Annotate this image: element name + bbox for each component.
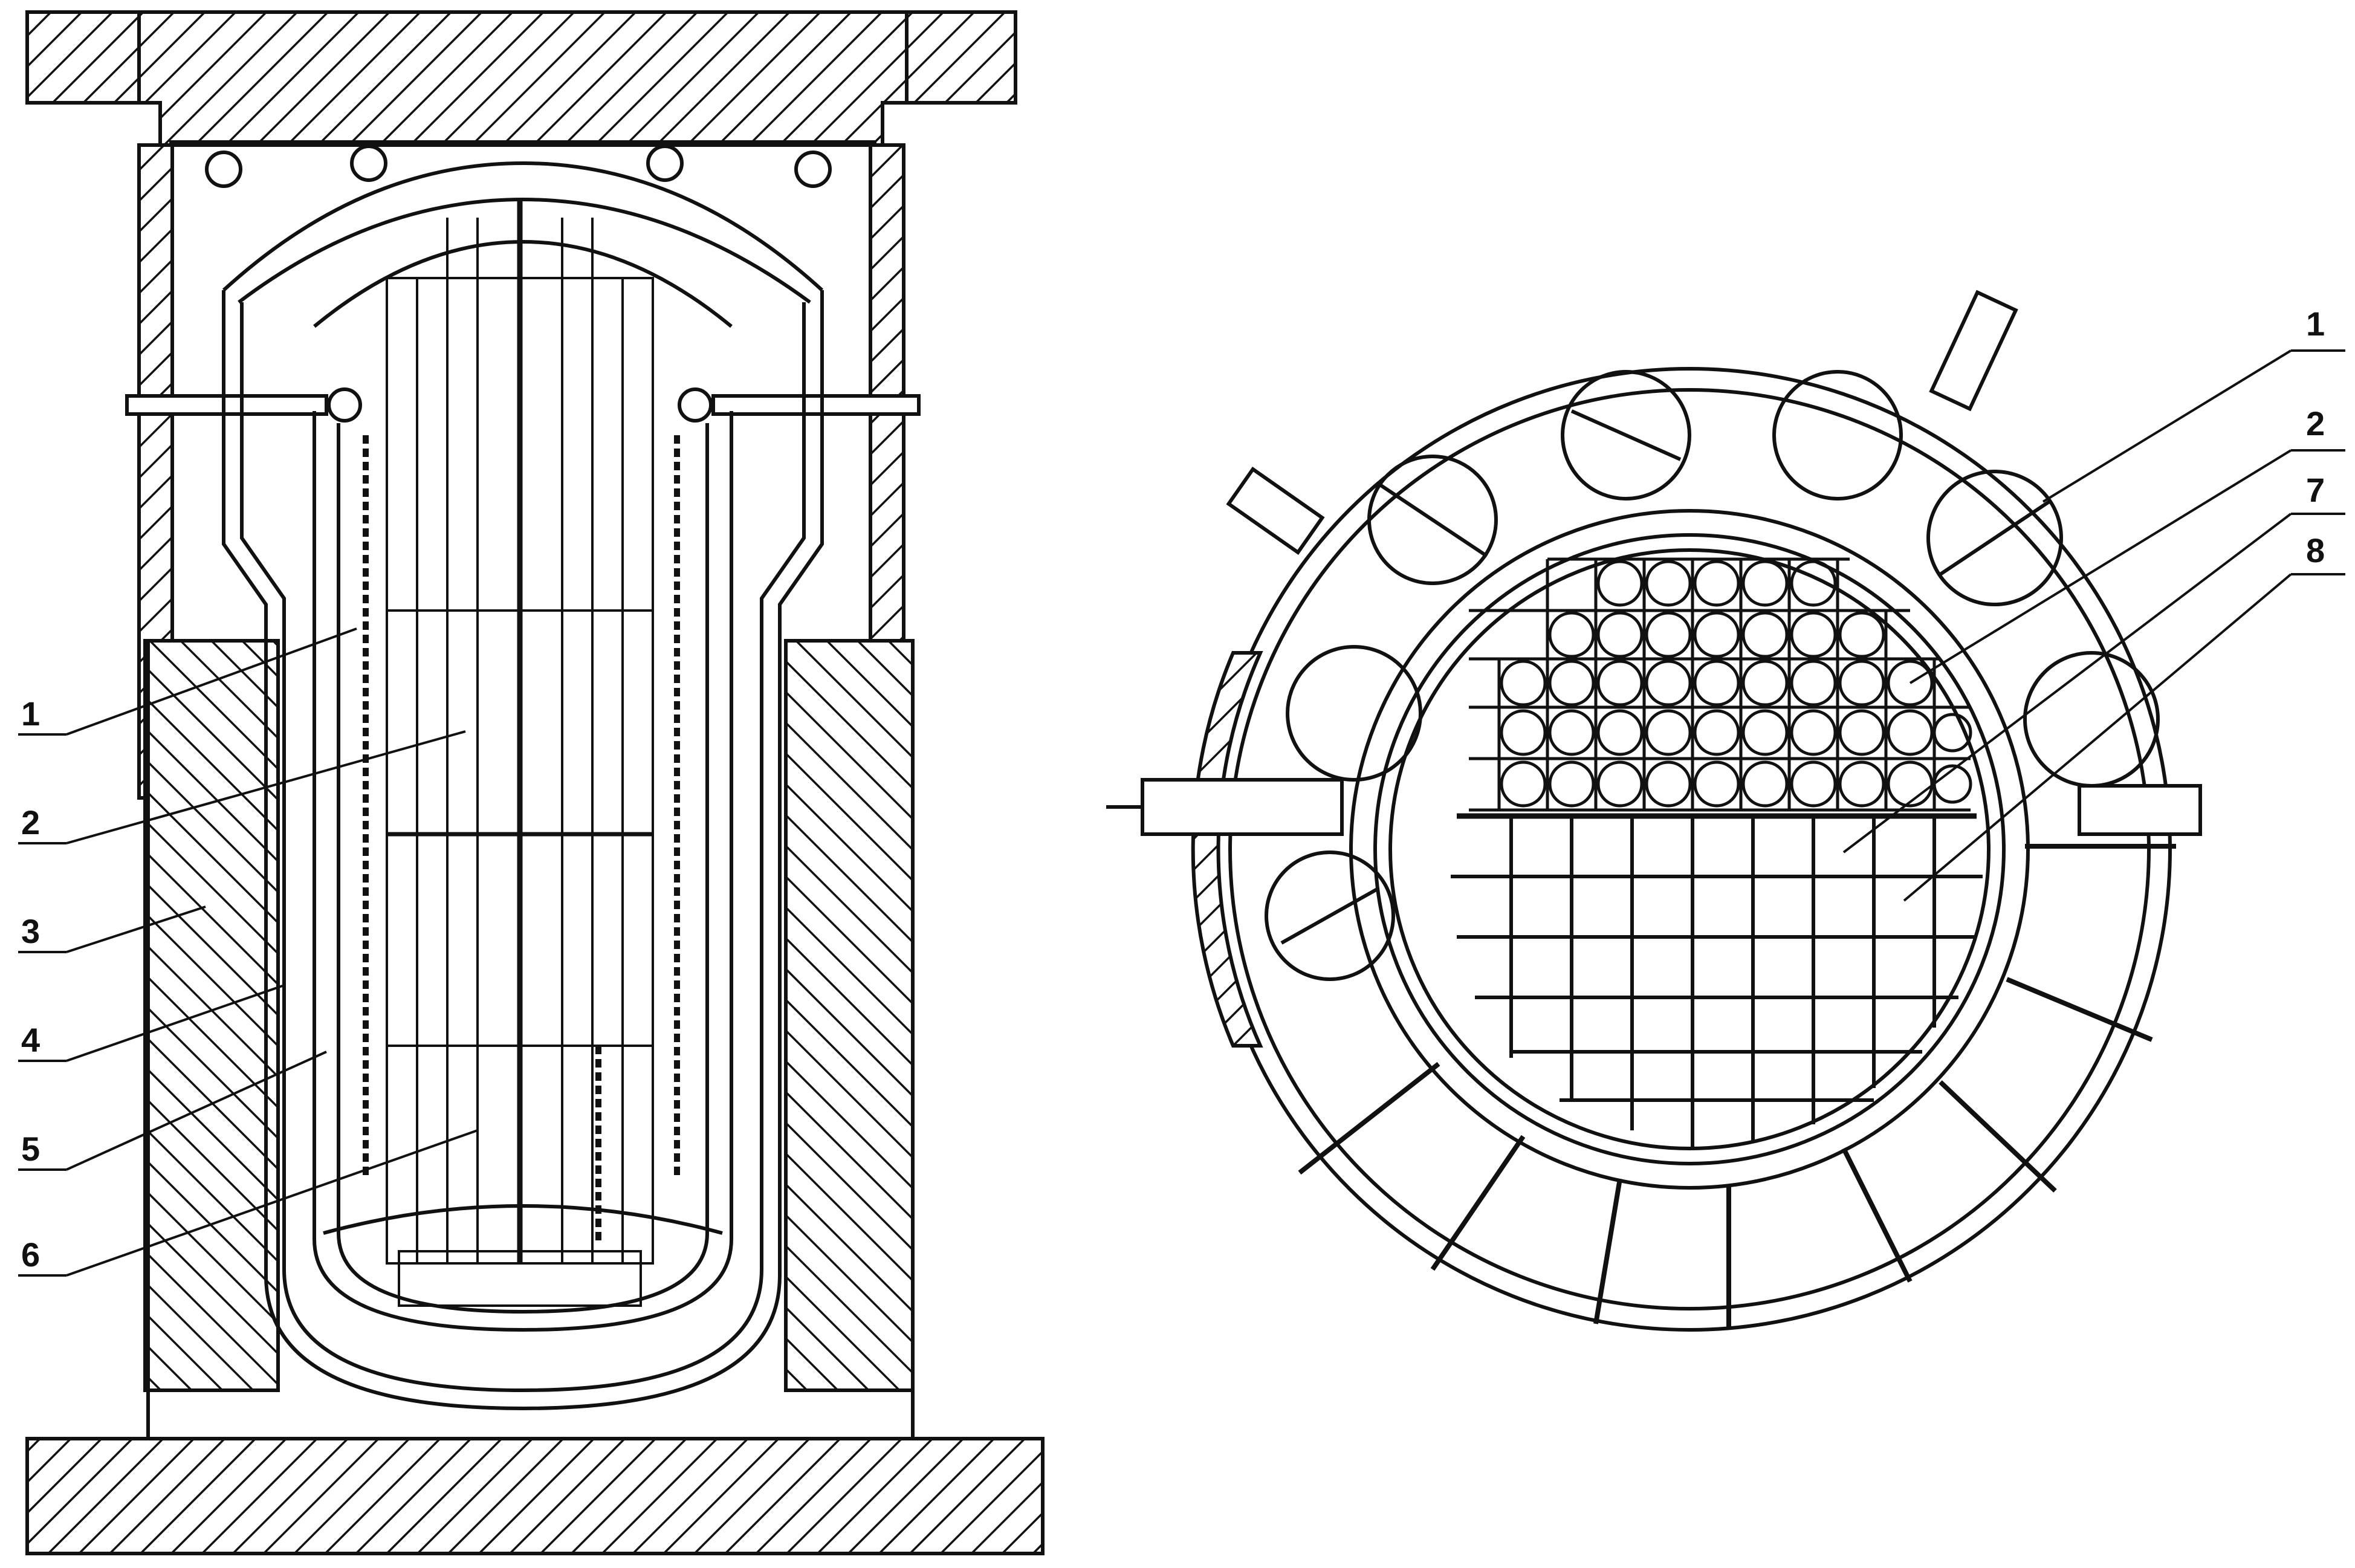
reactor-vessel bbox=[222, 290, 824, 1411]
outer-shell bbox=[1207, 367, 2172, 1332]
left-callout-4: 4 bbox=[21, 1021, 40, 1059]
side-nozzles bbox=[1106, 290, 2202, 836]
core-lattice-lower bbox=[1451, 813, 1983, 1148]
left-callout-1: 1 bbox=[21, 695, 40, 733]
top-pipe-ring bbox=[169, 140, 876, 188]
vertical-section-view bbox=[18, 10, 1045, 1555]
reactor-cover-dome bbox=[222, 161, 824, 292]
fuel-assemblies bbox=[386, 199, 654, 1307]
right-callout-8: 8 bbox=[2306, 531, 2325, 569]
left-concrete-wall bbox=[137, 143, 280, 1392]
bottom-concrete-slab bbox=[25, 1437, 1045, 1555]
shielding-columns bbox=[363, 435, 680, 1245]
right-callout-1: 1 bbox=[2306, 305, 2325, 343]
left-callout-labels: 1 2 3 4 5 6 bbox=[21, 695, 40, 1274]
left-callout-6: 6 bbox=[21, 1236, 40, 1274]
plan-view bbox=[1106, 290, 2345, 1332]
left-callout-5: 5 bbox=[21, 1130, 40, 1168]
right-callout-labels: 1 2 7 8 bbox=[2306, 305, 2325, 569]
right-callout-7: 7 bbox=[2306, 471, 2325, 509]
top-concrete-slab bbox=[25, 10, 1017, 147]
left-callout-leaders bbox=[18, 627, 478, 1277]
left-callout-2: 2 bbox=[21, 803, 40, 841]
left-callout-3: 3 bbox=[21, 912, 40, 950]
peripheral-channels bbox=[1265, 370, 2160, 981]
right-callout-2: 2 bbox=[2306, 404, 2325, 442]
vessel-ring bbox=[1349, 509, 2030, 1190]
right-callout-leaders bbox=[1842, 349, 2345, 902]
flange-beams bbox=[125, 387, 921, 423]
right-concrete-wall bbox=[784, 143, 915, 1392]
radial-ribs bbox=[1298, 844, 2176, 1330]
core-barrel bbox=[313, 411, 733, 1332]
core-lattice-upper bbox=[1469, 557, 1972, 812]
